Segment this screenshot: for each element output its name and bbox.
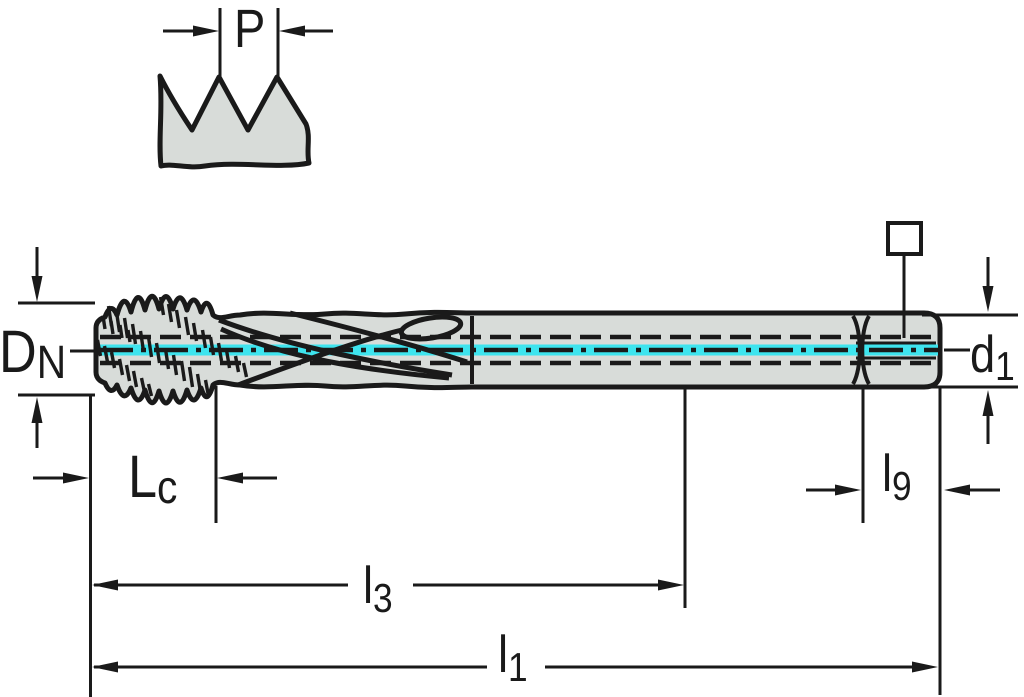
dim-pitch	[163, 25, 333, 37]
thread-profile-detail	[157, 8, 333, 170]
flute-edge-4	[237, 327, 403, 388]
dim-overall-length	[92, 388, 942, 695]
dim-thread-length	[92, 388, 687, 608]
chamfer-hatching	[95, 296, 249, 397]
square-drive-marks	[851, 314, 936, 386]
label-pitch: P	[234, 0, 265, 59]
label-square-length: l9	[882, 445, 912, 509]
label-nominal-diameter: DN	[0, 318, 66, 388]
dim-shank-diameter	[922, 257, 1018, 444]
label-shank-diameter: d1	[970, 326, 1015, 389]
label-overall-length: l1	[498, 626, 528, 690]
dim-chamfer-length	[33, 386, 277, 697]
square-symbol	[886, 221, 923, 338]
label-chamfer-length: Lc	[128, 443, 177, 513]
flute-edge-3	[289, 310, 468, 365]
dim-square-length	[806, 388, 1000, 523]
flutes	[218, 310, 468, 388]
flute-runout	[398, 314, 464, 342]
label-thread-length: l3	[363, 557, 393, 621]
tap-body	[93, 293, 943, 406]
thread-profile-shape	[157, 73, 312, 170]
dim-nominal-diameter	[18, 247, 96, 448]
square-icon	[886, 221, 923, 256]
